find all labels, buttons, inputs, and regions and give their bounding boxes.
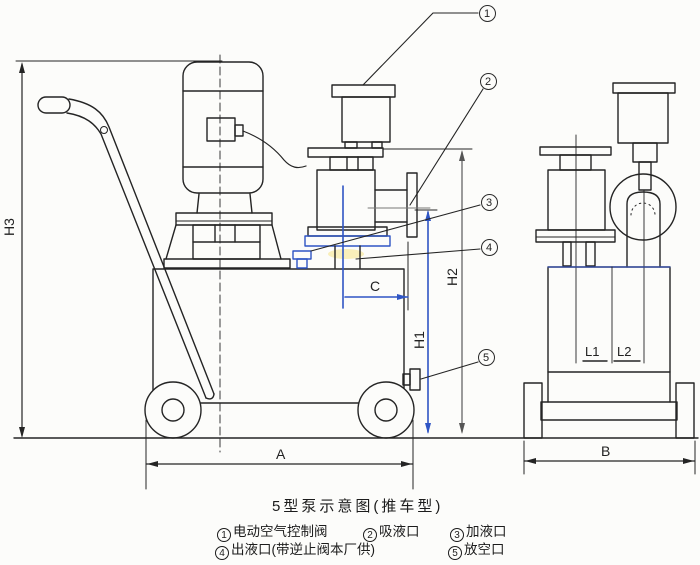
callout-1: 1 <box>478 4 496 22</box>
legend-num-2: 2 <box>363 528 377 542</box>
electric-motor <box>182 61 307 194</box>
legend-num-1: 1 <box>217 528 231 542</box>
legend-label-4: 出液口(带逆止阀本厂供) <box>231 542 375 557</box>
dim-label-c: C <box>370 278 381 294</box>
legend-num-3: 3 <box>450 528 464 542</box>
callout-2: 2 <box>479 72 497 90</box>
air-valve-side <box>609 82 677 268</box>
callout-4: 4 <box>480 238 498 256</box>
dim-label-l2: L2 <box>617 344 632 359</box>
dim-label-l1: L1 <box>585 344 600 359</box>
callout-leader-lines <box>310 12 484 380</box>
callout-3: 3 <box>480 193 498 211</box>
side-view <box>523 82 695 439</box>
callout-5: 5 <box>477 348 495 366</box>
dimension-lines <box>15 60 696 490</box>
legend-label-3: 加液口 <box>466 524 507 539</box>
legend-label-1: 电动空气控制阀 <box>233 524 328 539</box>
figure-title: 5型泵示意图(推车型) <box>272 498 444 515</box>
fill-port <box>292 250 312 269</box>
suction-flange <box>406 172 418 238</box>
dim-label-a: A <box>276 446 286 462</box>
legend-num-5: 5 <box>448 546 462 560</box>
pump-assembly <box>292 84 418 309</box>
legend-label-5: 放空口 <box>464 542 505 557</box>
motor-mount <box>163 193 291 269</box>
dim-label-h3: H3 <box>0 218 17 236</box>
cart-handle <box>37 96 215 400</box>
vent-valve <box>402 368 421 391</box>
cart-tank <box>144 268 421 439</box>
motor-cable <box>242 130 307 169</box>
dim-label-b: B <box>601 443 611 459</box>
dim-label-h2: H2 <box>443 268 460 286</box>
legend-num-4: 4 <box>215 546 229 560</box>
legend-label-2: 吸液口 <box>379 524 420 539</box>
dim-label-h1: H1 <box>410 331 427 349</box>
